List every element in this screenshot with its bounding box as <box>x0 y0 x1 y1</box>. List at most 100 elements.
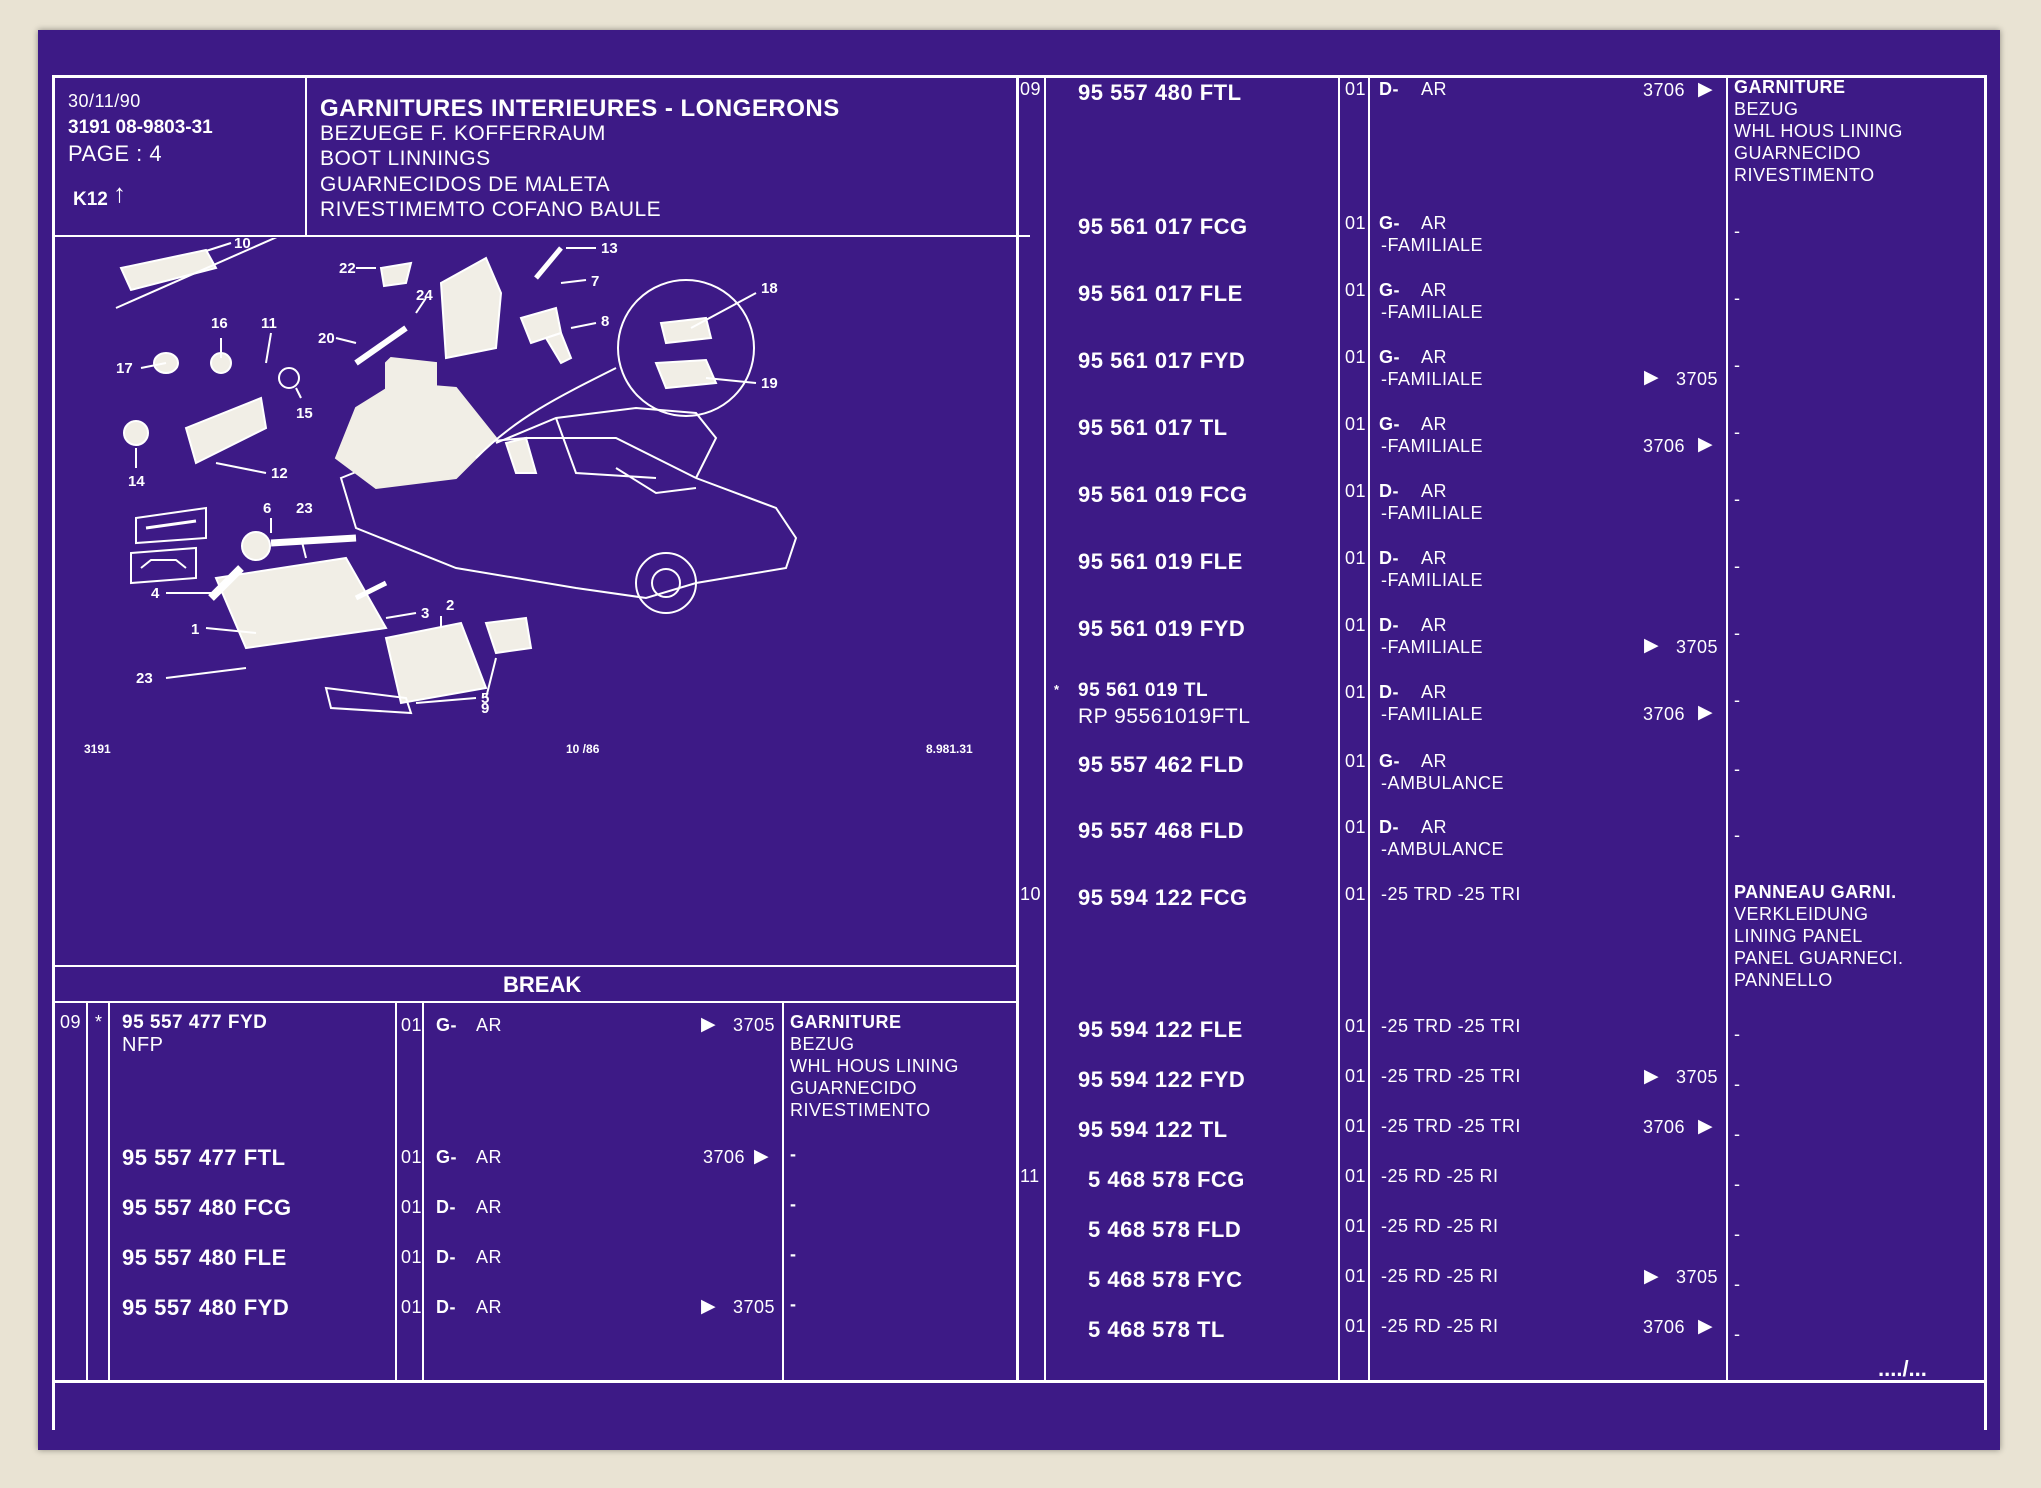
row-variant: -FAMILIALE <box>1381 369 1484 389</box>
row-position: AR <box>1421 347 1448 367</box>
part-number: 5 468 578 TL <box>1088 1317 1225 1342</box>
callout-7: 7 <box>591 273 599 290</box>
part-number: 95 561 017 FCG <box>1078 214 1248 239</box>
row-side: D- <box>1379 79 1399 99</box>
row-position: AR <box>1421 79 1448 99</box>
row-position: AR <box>476 1197 503 1217</box>
diagram-ref-left: 3191 <box>84 742 111 756</box>
part-number: 95 594 122 FCG <box>1078 885 1248 910</box>
row-description: - <box>1734 556 1741 576</box>
pointer-left-icon: ▶ <box>701 1014 716 1035</box>
row-ref: 10 <box>1020 884 1042 904</box>
row-variant: -FAMILIALE <box>1381 235 1484 255</box>
row-position: AR <box>1421 817 1448 837</box>
up-arrow-icon: ↑ <box>113 178 126 208</box>
row-position: AR <box>476 1297 503 1317</box>
row-qty: 01 <box>1345 280 1367 300</box>
pointer-right-icon: ▶ <box>1698 1116 1713 1137</box>
row-description: WHL HOUS LINING <box>790 1056 959 1076</box>
row-qty: 01 <box>1345 751 1367 771</box>
pointer-left-icon: ▶ <box>701 1296 716 1317</box>
row-description: - <box>1734 825 1741 845</box>
break-col-code <box>782 1001 784 1381</box>
row-ref: 11 <box>1020 1166 1040 1186</box>
right-col-code <box>1726 75 1728 1380</box>
row-description: - <box>790 1294 797 1314</box>
frame-top <box>52 75 1987 78</box>
row-code: 3705 <box>1676 1067 1719 1087</box>
diagram-ref-right: 8.981.31 <box>926 742 973 756</box>
row-description: GARNITURE <box>1734 77 1846 97</box>
frame-right <box>1984 75 1987 1430</box>
row-description: PANNEAU GARNI. <box>1734 882 1897 902</box>
continuation-marker: ..../... <box>1878 1356 1927 1381</box>
row-description: RIVESTIMENTO <box>790 1100 931 1120</box>
row-side: G- <box>436 1015 457 1035</box>
part-number-note: NFP <box>122 1034 164 1056</box>
row-code: 3706 <box>1643 436 1686 456</box>
part-number: 95 594 122 FYD <box>1078 1067 1246 1092</box>
row-qty: 01 <box>1345 682 1367 702</box>
car-body-outline <box>339 437 798 600</box>
right-col-qty <box>1368 75 1370 1380</box>
row-qty: 01 <box>1345 1016 1367 1036</box>
row-description: GARNITURE <box>790 1012 902 1032</box>
row-position: AR <box>1421 481 1448 501</box>
row-description: - <box>1734 1274 1741 1294</box>
callout-16: 16 <box>211 315 228 332</box>
part-number-note: RP 95561019FTL <box>1078 705 1251 728</box>
row-code: 3706 <box>1643 704 1686 724</box>
right-col-ref <box>1044 75 1046 1380</box>
row-description: RIVESTIMENTO <box>1734 165 1875 185</box>
row-code: 3706 <box>1643 1317 1686 1337</box>
row-description: - <box>1734 1224 1741 1244</box>
row-variant: -FAMILIALE <box>1381 570 1484 590</box>
row-qty: 01 <box>1345 1116 1367 1136</box>
header-divider-v <box>305 75 307 235</box>
row-qty: 01 <box>1345 817 1367 837</box>
row-description: - <box>1734 422 1741 442</box>
callout-17: 17 <box>116 360 133 377</box>
row-description: - <box>1734 1074 1741 1094</box>
row-code: 3705 <box>1676 1267 1719 1287</box>
row-qty: 01 <box>1345 414 1367 434</box>
row-position: AR <box>1421 682 1448 702</box>
row-position: AR <box>1421 615 1448 635</box>
row-variant: -AMBULANCE <box>1381 839 1505 859</box>
row-description: BEZUG <box>790 1034 855 1054</box>
part-number: 95 594 122 TL <box>1078 1117 1228 1142</box>
callout-13: 13 <box>601 240 618 257</box>
row-description: - <box>1734 623 1741 643</box>
row-variant: -FAMILIALE <box>1381 436 1484 456</box>
row-code: 3705 <box>733 1015 776 1035</box>
row-description: - <box>1734 1024 1741 1044</box>
pointer-right-icon: ▶ <box>1698 434 1713 455</box>
pointer-left-icon: ▶ <box>1644 1066 1659 1087</box>
row-qty: 01 <box>1345 213 1367 233</box>
row-side: G- <box>1379 280 1400 300</box>
row-position: AR <box>476 1147 503 1167</box>
break-col-mark <box>108 1001 110 1381</box>
break-col-ref <box>86 1001 88 1381</box>
break-title: BREAK <box>503 972 582 997</box>
row-side: D- <box>436 1247 456 1267</box>
row-code: 3705 <box>1676 369 1719 389</box>
row-side: G- <box>1379 347 1400 367</box>
row-variant: -FAMILIALE <box>1381 704 1484 724</box>
frame-bottom <box>52 1380 1987 1383</box>
part-number: 95 557 477 FYD <box>122 1012 268 1033</box>
callout-23b: 23 <box>136 670 153 687</box>
row-position: AR <box>476 1015 503 1035</box>
pointer-right-icon: ▶ <box>1698 702 1713 723</box>
callout-8: 8 <box>601 313 609 330</box>
row-position: AR <box>476 1247 503 1267</box>
part-number: 95 561 019 FYD <box>1078 616 1246 641</box>
row-qty: 01 <box>1345 1316 1367 1336</box>
row-ref: 09 <box>1020 79 1042 99</box>
part-number: 95 557 480 FLE <box>122 1245 287 1270</box>
row-qty: 01 <box>1345 1166 1367 1186</box>
callout-1: 1 <box>191 621 199 638</box>
row-variant: -FAMILIALE <box>1381 503 1484 523</box>
part-number: 95 561 017 FYD <box>1078 348 1246 373</box>
callout-23: 23 <box>296 500 313 517</box>
